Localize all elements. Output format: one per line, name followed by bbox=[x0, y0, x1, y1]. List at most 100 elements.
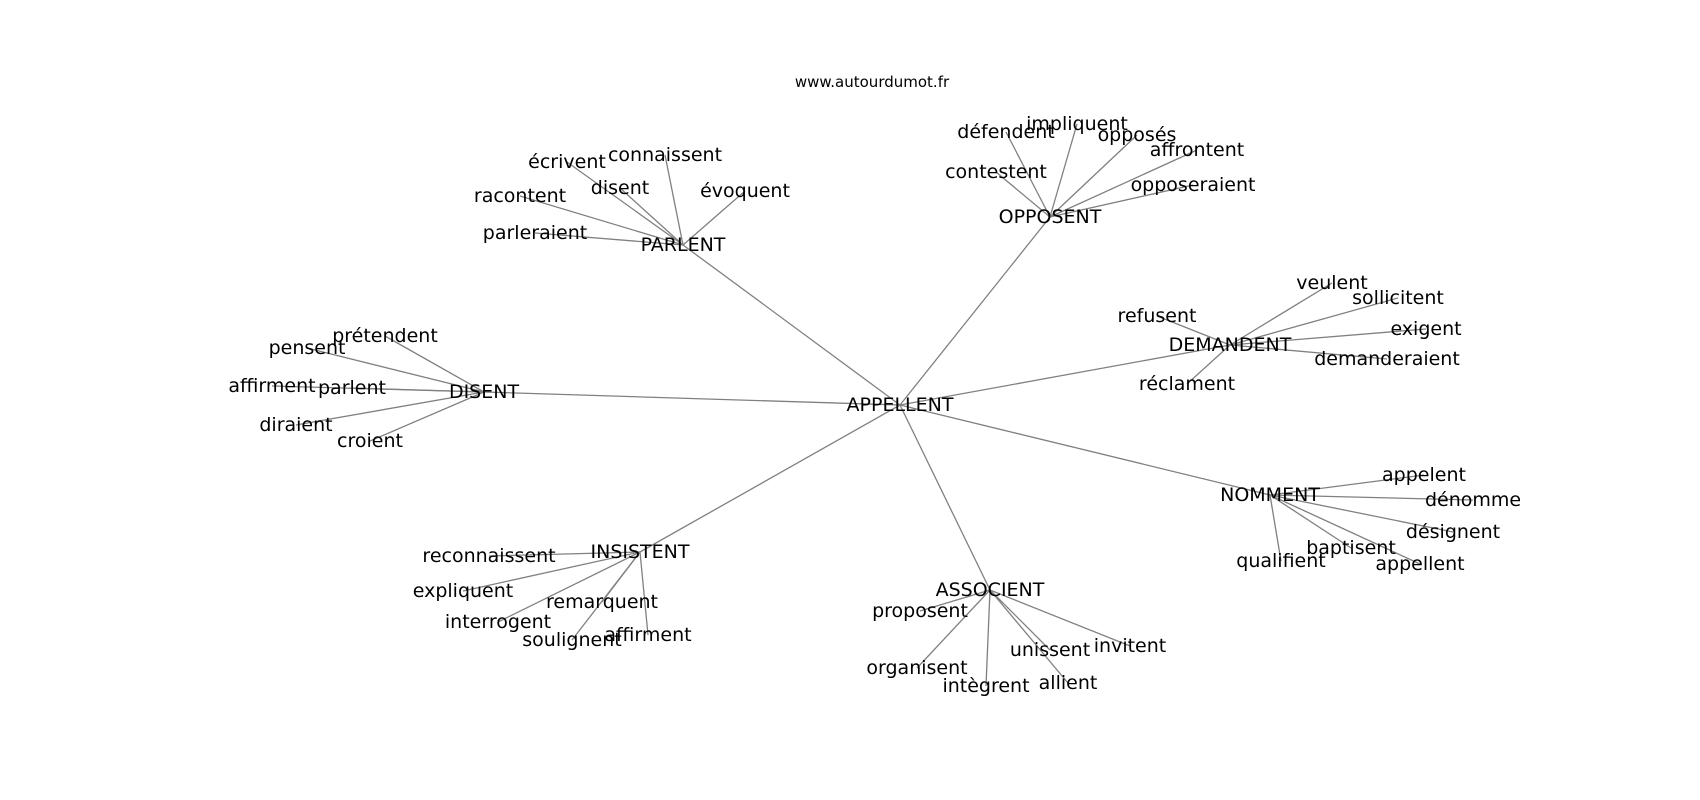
edge-disent-croient bbox=[369, 391, 485, 442]
leaf-node-designent: désignent bbox=[1406, 521, 1500, 543]
edge-opposent-impliquent bbox=[1049, 123, 1078, 218]
edge-nomment-qualifient bbox=[1269, 494, 1282, 562]
hub-node-nomment: NOMMENT bbox=[1220, 484, 1320, 506]
edge-parlent-connaissent bbox=[664, 154, 684, 246]
leaf-node-opposeraient: opposeraient bbox=[1131, 174, 1256, 196]
leaf-node-reconnaissent: reconnaissent bbox=[422, 545, 555, 567]
edge-nomment-denomme bbox=[1269, 494, 1474, 501]
hub-node-insistent: INSISTENT bbox=[591, 541, 690, 563]
edge-center-opposent bbox=[899, 216, 1051, 406]
center-node-appellent: APPELLENT bbox=[847, 394, 954, 416]
edge-center-demandent bbox=[899, 344, 1231, 406]
edge-nomment-appellent bbox=[1269, 494, 1421, 565]
edge-insistent-soulignent bbox=[571, 551, 641, 641]
leaf-node-soulignent: soulignent bbox=[522, 629, 621, 651]
edge-nomment-baptisent bbox=[1269, 494, 1352, 549]
hub-node-parlent: PARLENT bbox=[641, 234, 726, 256]
edge-demandent-exigent bbox=[1229, 328, 1427, 346]
leaf-node-proposent: proposent bbox=[872, 600, 968, 622]
leaf-node-connaissent: connaissent bbox=[608, 144, 722, 166]
leaf-node-reclament: réclament bbox=[1139, 373, 1235, 395]
leaf-node-disent: disent bbox=[591, 177, 649, 199]
graph-edges bbox=[271, 123, 1474, 687]
leaf-node-interrogent: interrogent bbox=[445, 611, 551, 633]
edge-insistent-affirment bbox=[639, 551, 649, 636]
leaf-node-demanderaient: demanderaient bbox=[1314, 348, 1460, 370]
leaf-node-appelent: appelent bbox=[1382, 464, 1466, 486]
leaf-node-parlent: parlent bbox=[318, 377, 386, 399]
leaf-node-racontent: racontent bbox=[474, 185, 566, 207]
edge-center-insistent bbox=[639, 404, 901, 553]
edge-demandent-veulent bbox=[1229, 282, 1333, 346]
edge-disent-diraient bbox=[295, 391, 485, 426]
edge-insistent-expliquent bbox=[462, 551, 641, 592]
edge-opposent-opposes bbox=[1049, 134, 1138, 218]
edge-associent-organisent bbox=[916, 589, 991, 669]
leaf-node-unissent: unissent bbox=[1010, 639, 1090, 661]
edge-nomment-designent bbox=[1269, 494, 1454, 533]
edge-disent-pensent bbox=[306, 347, 485, 393]
leaf-node-expliquent: expliquent bbox=[413, 580, 514, 602]
leaf-node-organisent: organisent bbox=[866, 657, 967, 679]
edge-associent-unissent bbox=[989, 589, 1051, 651]
edge-center-associent bbox=[899, 404, 991, 591]
edge-demandent-demanderaient bbox=[1229, 344, 1388, 360]
leaf-node-contestent: contestent bbox=[945, 161, 1047, 183]
edge-associent-invitent bbox=[989, 589, 1131, 647]
leaf-node-parleraient: parleraient bbox=[483, 222, 587, 244]
edge-associent-allient bbox=[989, 589, 1069, 684]
edge-insistent-reconnaissent bbox=[488, 551, 641, 557]
edge-demandent-sollicitent bbox=[1229, 297, 1399, 346]
edge-opposent-opposeraient bbox=[1049, 184, 1194, 218]
hub-node-disent: DISENT bbox=[449, 381, 520, 403]
hub-node-associent: ASSOCIENT bbox=[936, 579, 1045, 601]
edge-disent-parlent bbox=[351, 387, 485, 393]
edge-center-disent bbox=[483, 391, 901, 406]
hub-node-demandent: DEMANDENT bbox=[1169, 334, 1292, 356]
leaf-node-qualifient: qualifient bbox=[1236, 550, 1325, 572]
leaf-node-appellent: appellent bbox=[1375, 553, 1464, 575]
leaf-node-allient: allient bbox=[1039, 672, 1098, 694]
edge-center-parlent bbox=[682, 244, 901, 406]
leaf-node-pretendent: prétendent bbox=[332, 325, 438, 347]
leaf-node-exigent: exigent bbox=[1390, 318, 1461, 340]
edge-opposent-affrontent bbox=[1049, 149, 1198, 218]
edge-parlent-ecrivent bbox=[566, 161, 684, 246]
leaf-node-ecrivent: écrivent bbox=[528, 151, 606, 173]
leaf-node-veulent: veulent bbox=[1296, 272, 1367, 294]
leaf-node-denomme: dénomme bbox=[1425, 489, 1521, 511]
leaf-node-refusent: refusent bbox=[1118, 305, 1197, 327]
leaf-node-affirment: affirment bbox=[604, 624, 691, 646]
edge-disent-pretendent bbox=[384, 335, 485, 393]
leaf-node-sollicitent: sollicitent bbox=[1352, 287, 1444, 309]
edge-center-nomment bbox=[899, 404, 1271, 496]
leaf-node-affrontent: affrontent bbox=[1150, 139, 1244, 161]
edge-parlent-disent bbox=[619, 187, 684, 246]
leaf-node-impliquent: impliquent bbox=[1026, 113, 1128, 135]
edge-insistent-interrogent bbox=[497, 551, 641, 623]
leaf-node-croient: croient bbox=[337, 430, 403, 452]
leaf-node-diraient: diraient bbox=[259, 414, 332, 436]
leaf-node-opposes: opposés bbox=[1098, 124, 1177, 146]
leaf-node-invitent: invitent bbox=[1094, 635, 1166, 657]
edge-demandent-refusent bbox=[1156, 315, 1231, 346]
leaf-node-remarquent: remarquent bbox=[546, 591, 658, 613]
leaf-node-evoquent: évoquent bbox=[700, 180, 790, 202]
edge-parlent-racontent bbox=[519, 195, 684, 246]
edge-associent-proposent bbox=[919, 589, 991, 612]
leaf-node-pensent: pensent bbox=[269, 337, 346, 359]
leaf-node-affirment: affirment bbox=[228, 375, 315, 397]
leaf-node-baptisent: baptisent bbox=[1306, 537, 1396, 559]
edge-parlent-evoquent bbox=[682, 190, 746, 246]
leaf-node-defendent: défendent bbox=[957, 121, 1054, 143]
edge-demandent-reclament bbox=[1186, 344, 1231, 385]
leaf-node-integrent: intègrent bbox=[942, 675, 1029, 697]
edge-nomment-appelent bbox=[1269, 474, 1425, 496]
site-credit: www.autourdumot.fr bbox=[795, 73, 950, 91]
edge-parlent-parleraient bbox=[534, 232, 684, 246]
edge-opposent-defendent bbox=[1005, 131, 1051, 218]
edge-associent-integrent bbox=[985, 589, 991, 687]
hub-node-opposent: OPPOSENT bbox=[999, 206, 1102, 228]
